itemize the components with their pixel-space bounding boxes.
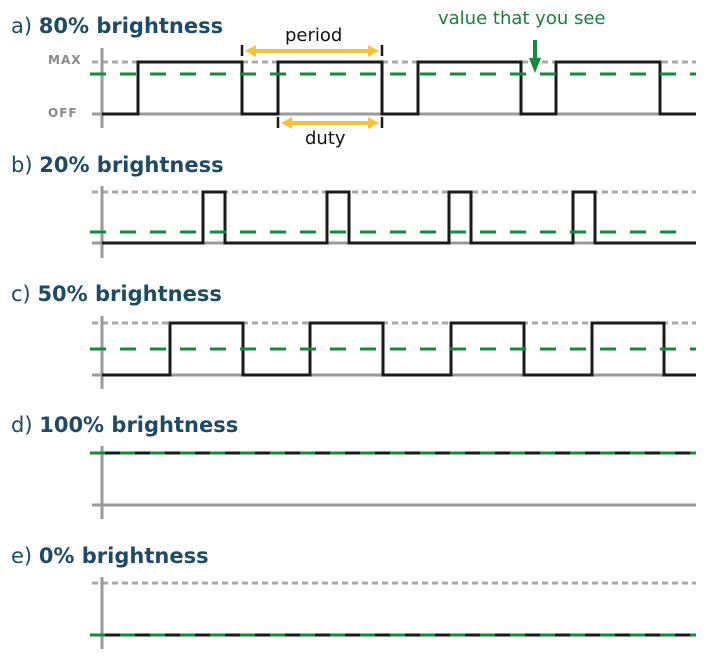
max-label: MAX	[48, 53, 82, 67]
panel-d-plot	[90, 446, 696, 519]
panel-e-title: e) 0% brightness	[11, 544, 209, 568]
panel-c-title: c) 50% brightness	[11, 282, 222, 306]
panel-a-title: a) 80% brightness	[11, 14, 224, 38]
pwm-signal	[102, 60, 696, 116]
off-label: OFF	[48, 106, 78, 120]
panel-b-plot	[90, 186, 696, 258]
panel-a-plot	[90, 40, 696, 129]
duty-annotation: duty	[305, 128, 346, 149]
panel-e-plot	[90, 577, 696, 649]
panel-b-title: b) 20% brightness	[11, 153, 224, 177]
value-seen-annotation: value that you see	[438, 8, 606, 29]
period-annotation: period	[285, 25, 343, 46]
panel-d-title: d) 100% brightness	[11, 413, 239, 437]
panel-c-plot	[90, 316, 696, 389]
